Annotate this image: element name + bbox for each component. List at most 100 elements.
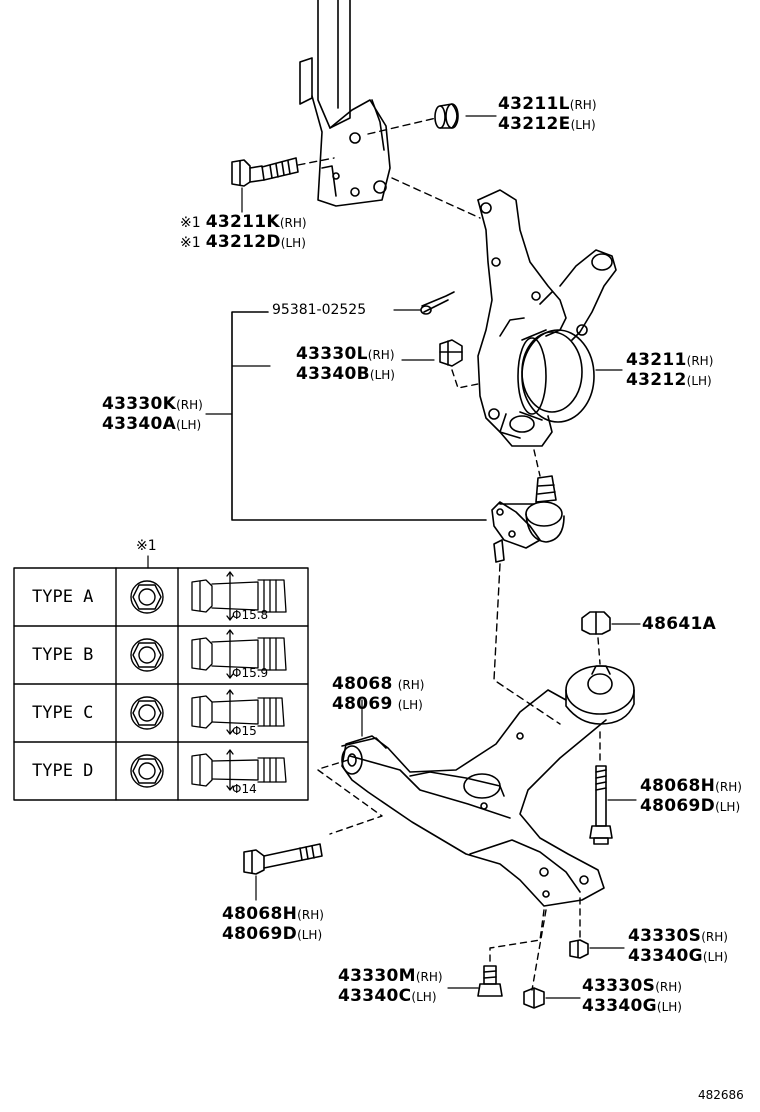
label-43211K: ※1 43211K(RH) <box>180 212 307 232</box>
arm-nut <box>581 611 611 635</box>
side-code: (LH) <box>656 1000 682 1014</box>
label-43330K: 43330K(RH) <box>102 394 203 414</box>
label-43212D: ※1 43212D(LH) <box>180 232 306 252</box>
knuckle-bolt <box>231 157 299 213</box>
label-43340A: 43340A(LH) <box>102 414 201 434</box>
part-number: 43340G <box>628 946 703 966</box>
label-43330S-lower: 43330S(RH) <box>582 976 682 996</box>
table-type-c: TYPE C <box>32 703 94 723</box>
side-code: (LH) <box>397 698 423 712</box>
side-code: (LH) <box>297 928 323 942</box>
label-95381-02525: 95381-02525 <box>272 302 367 318</box>
label-43330L: 43330L(RH) <box>296 344 395 364</box>
part-number: 43340B <box>296 364 370 384</box>
label-48069: 48069 (LH) <box>332 694 423 714</box>
part-number: 43330K <box>102 394 177 414</box>
part-number: 43212D <box>205 232 281 252</box>
table-diameter-b: Φ15.9 <box>232 666 269 680</box>
footnote-mark: ※1 <box>180 235 201 251</box>
arm-bolt-vertical <box>589 765 613 845</box>
table-diameter-d: Φ14 <box>232 782 257 796</box>
label-48069D-left: 48069D(LH) <box>222 924 322 944</box>
side-code: (RH) <box>397 678 425 692</box>
label-43212: 43212(LH) <box>626 370 712 390</box>
label-48068: 48068 (RH) <box>332 674 424 694</box>
side-code: (RH) <box>367 348 395 362</box>
part-number: 48069D <box>640 796 716 816</box>
table-type-b: TYPE B <box>32 645 94 665</box>
side-code: (RH) <box>701 930 728 944</box>
label-43340G-lower: 43340G(LH) <box>582 996 682 1016</box>
figure-number: 482686 <box>698 1088 744 1102</box>
part-number: 43211 <box>626 350 687 370</box>
side-code: (LH) <box>702 950 728 964</box>
bolt-type-table-grid <box>13 555 309 801</box>
part-number: 43330S <box>582 976 656 996</box>
part-number: 43330M <box>338 966 416 986</box>
label-43340G-right: 43340G(LH) <box>628 946 728 966</box>
part-number: 43211L <box>498 94 570 114</box>
table-header-mark: ※1 <box>136 538 157 554</box>
ball-joint <box>491 475 565 563</box>
side-code: (LH) <box>176 418 202 432</box>
side-code: (RH) <box>715 780 742 794</box>
part-number: 43340C <box>338 986 412 1006</box>
table-nut-icons <box>130 580 164 788</box>
steering-knuckle <box>477 189 617 447</box>
nut-s-lower <box>523 987 545 1009</box>
label-43340C: 43340C(LH) <box>338 986 437 1006</box>
table-type-d: TYPE D <box>32 761 94 781</box>
side-code: (RH) <box>176 398 203 412</box>
part-number: 43340A <box>102 414 177 434</box>
side-code: (RH) <box>569 98 597 112</box>
part-number: 48641A <box>642 614 717 634</box>
side-code: (RH) <box>655 980 682 994</box>
part-number: 48069D <box>222 924 298 944</box>
bolt-m <box>477 965 503 997</box>
arm-bolt-horizontal <box>243 843 323 875</box>
part-number: 48068 <box>332 674 393 694</box>
table-bolt-icons <box>191 571 287 791</box>
part-number: 48069 <box>332 694 393 714</box>
part-number: 43330S <box>628 926 702 946</box>
label-48069D-right: 48069D(LH) <box>640 796 740 816</box>
label-43330S-right: 43330S(RH) <box>628 926 728 946</box>
part-number: 43211K <box>205 212 280 232</box>
castle-nut <box>439 339 463 367</box>
label-48641A: 48641A <box>642 614 716 634</box>
label-43212E: 43212E(LH) <box>498 114 596 134</box>
lower-control-arm <box>341 665 635 907</box>
side-code: (RH) <box>297 908 324 922</box>
side-code: (RH) <box>279 216 307 230</box>
cotter-pin <box>420 291 455 315</box>
nut-s-right <box>569 939 589 959</box>
side-code: (LH) <box>369 368 395 382</box>
side-code: (RH) <box>686 354 714 368</box>
part-number: 48068H <box>640 776 716 796</box>
side-code: (LH) <box>715 800 741 814</box>
label-48068H-right: 48068H(RH) <box>640 776 742 796</box>
label-48068H-left: 48068H(RH) <box>222 904 324 924</box>
part-number: 43212 <box>626 370 687 390</box>
table-type-a: TYPE A <box>32 587 94 607</box>
side-code: (LH) <box>570 118 596 132</box>
knuckle-bushing <box>434 103 497 129</box>
table-diameter-a: Φ15.8 <box>232 608 269 622</box>
label-43211L: 43211L(RH) <box>498 94 597 114</box>
part-number: 43212E <box>498 114 571 134</box>
label-43340B: 43340B(LH) <box>296 364 395 384</box>
part-number: 43340G <box>582 996 657 1016</box>
label-43330M: 43330M(RH) <box>338 966 443 986</box>
side-code: (RH) <box>415 970 443 984</box>
label-43211: 43211(RH) <box>626 350 713 370</box>
part-number: 48068H <box>222 904 298 924</box>
part-number: 43330L <box>296 344 368 364</box>
side-code: (LH) <box>280 236 306 250</box>
strut-assembly <box>299 0 391 207</box>
side-code: (LH) <box>686 374 712 388</box>
table-diameter-c: Φ15 <box>232 724 257 738</box>
side-code: (LH) <box>411 990 437 1004</box>
footnote-mark: ※1 <box>180 215 201 231</box>
